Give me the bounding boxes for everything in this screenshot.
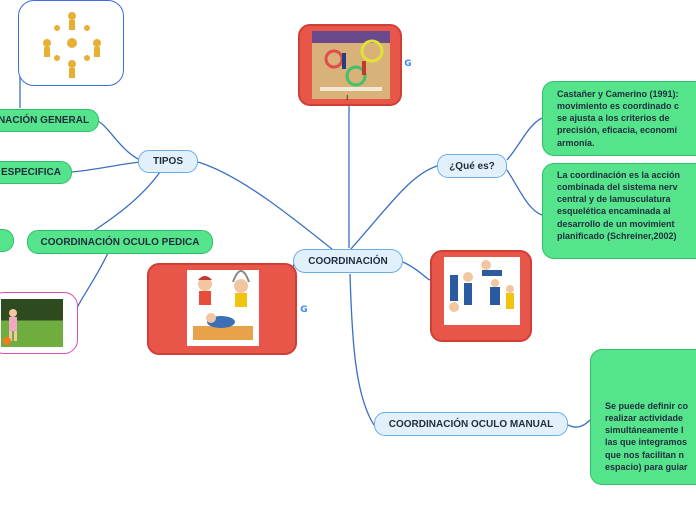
caption-mark: ı: [346, 92, 349, 102]
note-line: planificado (Schreiner,2002): [557, 230, 677, 241]
link-queEs-castaner: [506, 117, 543, 161]
image-card-topleft: [18, 0, 124, 86]
google-icon[interactable]: G: [298, 304, 310, 316]
note-line: central y de lamusculatura: [557, 194, 671, 205]
figures-photo: [35, 6, 109, 80]
note-line: Se puede definir co: [605, 401, 689, 411]
gym-photo: [312, 31, 390, 99]
note-line: simultáneamente l: [605, 425, 684, 436]
image-card-left: [147, 263, 297, 355]
kids-exercise-photo: [187, 270, 259, 346]
note-line: se ajusta a los criterios de: [557, 113, 670, 124]
image-card-pedica: [0, 292, 78, 354]
note-castaner: Castañer y Camerino (1991): movimiento e…: [542, 81, 696, 156]
link-center-manual: [349, 273, 375, 426]
note-line: La coordinación es la acción: [557, 170, 681, 180]
note-line: precisión, eficacia, economí: [557, 125, 678, 136]
link-center-tipos: [197, 161, 349, 263]
note-line: espacio) para guiar: [605, 461, 688, 472]
note-line: armonía.: [557, 137, 595, 148]
node-tipos[interactable]: TIPOS: [138, 150, 198, 173]
note-line: realizar actividade: [605, 413, 684, 424]
link-tipos-general: [97, 120, 141, 161]
note-schreiner: La coordinación es la acción combinada d…: [542, 163, 696, 259]
node-general[interactable]: NACIÓN GENERAL: [0, 109, 99, 132]
google-icon[interactable]: G: [402, 58, 414, 70]
note-line: las que integramos: [605, 437, 688, 448]
note-line: movimiento es coordinado c: [557, 101, 680, 112]
center-node[interactable]: COORDINACIÓN: [293, 249, 403, 273]
image-card-right: [430, 250, 532, 342]
note-line: combinada del sistema nerv: [557, 182, 678, 193]
note-line: Castañer y Camerino (1991):: [557, 89, 679, 99]
node-que-es[interactable]: ¿Qué es?: [437, 154, 507, 178]
note-line: esquelética encaminada al: [557, 206, 671, 217]
link-manual-note: [567, 419, 591, 428]
exercise-poses-photo: [444, 257, 520, 325]
link-tipos-pedica: [91, 171, 161, 233]
link-queEs-schreiner: [506, 169, 543, 216]
image-card-top: [298, 24, 402, 106]
link-tipos-especifica: [71, 161, 141, 173]
note-line: que nos facilitan n: [605, 449, 685, 460]
node-especifica[interactable]: ESPECIFICA: [0, 161, 72, 184]
note-line: desarrollo de un movimient: [557, 218, 675, 229]
link-pedica-image: [75, 252, 109, 311]
node-oculo-pedica[interactable]: COORDINACIÓN OCULO PEDICA: [27, 230, 213, 254]
soccer-photo: [1, 299, 63, 347]
note-definir: Se puede definir co realizar actividade …: [590, 349, 696, 485]
link-center-rightimage: [402, 261, 431, 281]
link-center-queEs: [349, 165, 438, 251]
node-oculo-manual[interactable]: COORDINACIÓN OCULO MANUAL: [374, 412, 568, 436]
